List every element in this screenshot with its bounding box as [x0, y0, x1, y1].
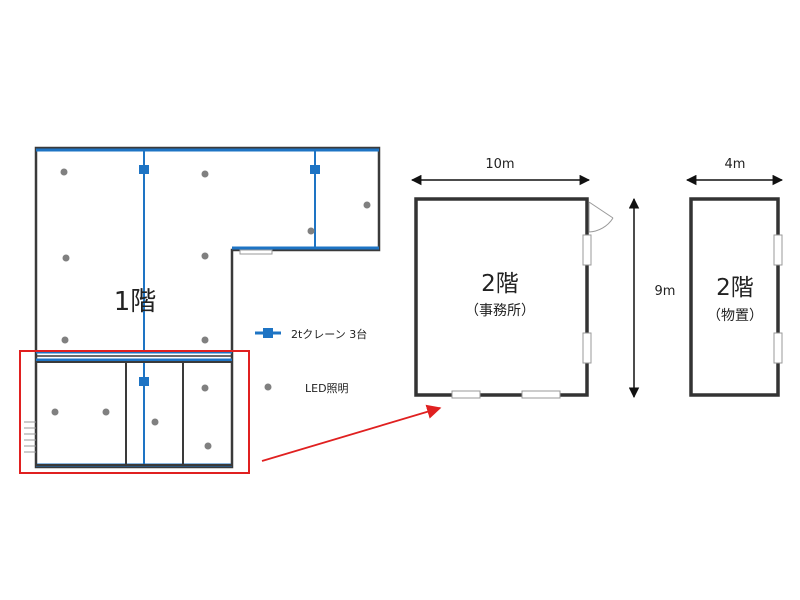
- door-opening: [239, 249, 273, 255]
- led-light-dot: [51, 408, 59, 416]
- office-door-icon: [588, 202, 614, 233]
- office-window: [521, 390, 561, 399]
- crane-hoist-1: [139, 165, 149, 174]
- led-light-dot: [307, 227, 315, 235]
- office-floor-label: 2階: [481, 271, 519, 297]
- storage-floor-label: 2階: [716, 275, 754, 301]
- highlight-arrow: [261, 404, 442, 462]
- stairs-icon: [24, 421, 36, 453]
- legend: 2tクレーン 3台 LED照明: [255, 327, 367, 395]
- office-window: [582, 234, 592, 266]
- office-width-label: 10m: [485, 157, 514, 172]
- storage-room-label: （物置）: [707, 308, 763, 324]
- storage-2f-plan: 4m 2階 （物置）: [685, 157, 784, 397]
- legend-light-label: LED照明: [305, 382, 349, 395]
- partition-right-room: [182, 361, 233, 466]
- led-light-dot: [151, 418, 159, 426]
- highlight-box: [19, 350, 250, 474]
- led-light-dot: [201, 252, 209, 260]
- led-light-dot: [204, 442, 212, 450]
- office-2f-plan: 10m 9m 2階 （事務所）: [410, 157, 676, 399]
- legend-light-icon: [264, 383, 272, 391]
- office-wall: [414, 197, 589, 397]
- office-room-label: （事務所）: [465, 303, 535, 319]
- legend-crane-label: 2tクレーン 3台: [291, 327, 367, 341]
- floor1-outer-wall: [34, 146, 381, 469]
- led-light-dot: [201, 384, 209, 392]
- storage-window: [773, 332, 783, 364]
- led-lights: [51, 168, 371, 450]
- led-light-dot: [60, 168, 68, 176]
- led-light-dot: [363, 201, 371, 209]
- led-light-dot: [62, 254, 70, 262]
- led-light-dot: [61, 336, 69, 344]
- led-light-dot: [201, 170, 209, 178]
- legend-crane-icon: [263, 328, 273, 338]
- office-height-label: 9m: [655, 284, 676, 299]
- office-window: [582, 332, 592, 364]
- storage-width-label: 4m: [725, 157, 746, 172]
- crane-hoist-3: [139, 377, 149, 386]
- floor1-label: 1階: [114, 287, 157, 317]
- floor1-plan: 1階: [24, 146, 381, 469]
- led-light-dot: [102, 408, 110, 416]
- partition-center-room: [125, 361, 184, 466]
- office-window: [451, 390, 481, 399]
- partition-left-room: [35, 361, 127, 466]
- crane-hoist-2: [310, 165, 320, 174]
- storage-window: [773, 234, 783, 266]
- led-light-dot: [201, 336, 209, 344]
- storage-wall: [689, 197, 780, 397]
